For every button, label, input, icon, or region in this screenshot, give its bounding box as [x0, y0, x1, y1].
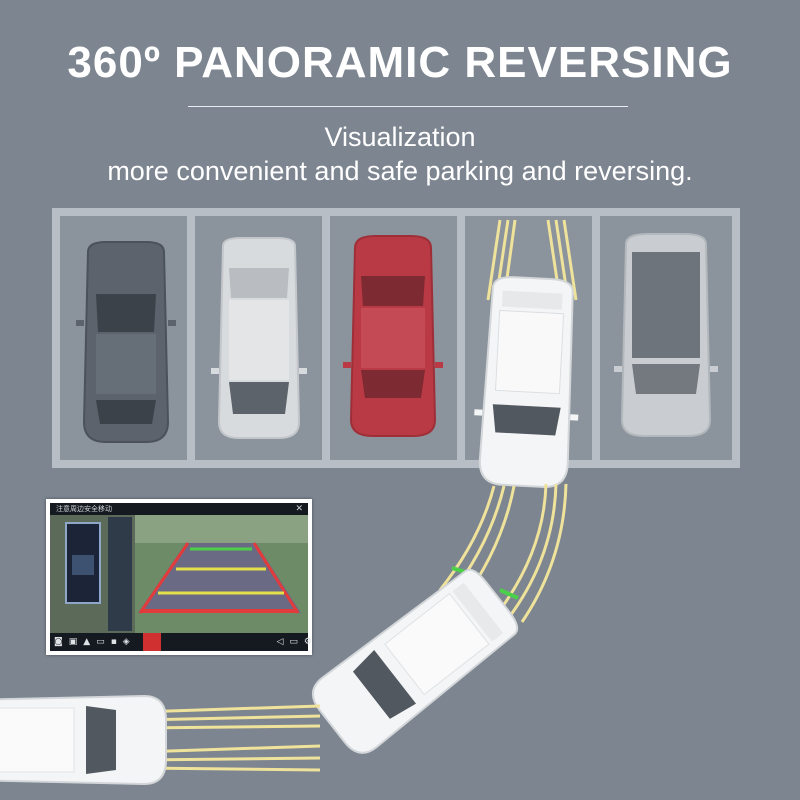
car-rear-icon[interactable]: ◈ — [122, 637, 130, 647]
close-icon[interactable]: ✕ — [295, 503, 303, 513]
parking-guide-lines-curve — [438, 483, 568, 623]
subtitle-line-2: more convenient and safe parking and rev… — [107, 156, 693, 186]
car-icon[interactable]: ▲ — [83, 637, 91, 647]
parking-bays — [52, 208, 740, 468]
parked-car-light — [614, 233, 718, 437]
parked-car-red — [343, 235, 443, 437]
car-front-icon[interactable]: ▪ — [110, 637, 117, 647]
title-divider — [188, 106, 628, 107]
subtitle-line-1: Visualization — [324, 122, 476, 152]
volume-icon[interactable]: ◁ — [276, 637, 284, 647]
parking-guide-lines-bottom — [139, 704, 321, 772]
display-caption: 注意周边安全移动 — [56, 505, 112, 513]
page-title: 360º PANORAMIC REVERSING — [67, 38, 733, 87]
camera-display-inset: 注意周边安全移动 ✕ ◙ ▣ ▲ ▭ ▪ ◈ — [46, 499, 312, 655]
settings-icon[interactable]: ⚙ — [303, 637, 312, 647]
rear-view-icon[interactable]: ▭ — [96, 637, 105, 647]
battery-icon[interactable]: ▭ — [289, 637, 298, 647]
reversing-car-in-bay — [474, 276, 579, 488]
display-header: 注意周边安全移动 ✕ — [50, 503, 308, 515]
parked-car-dark — [76, 241, 176, 443]
display-toolbar: ◙ ▣ ▲ ▭ ▪ ◈ ◁ ▭ ⚙ — [50, 633, 312, 651]
camera-icon[interactable]: ◙ — [54, 637, 63, 647]
reversing-car-start — [0, 694, 167, 786]
parked-car-white — [211, 237, 307, 439]
camera-feed — [50, 515, 308, 651]
reversing-car-turning — [311, 568, 519, 754]
front-view-icon[interactable]: ▣ — [68, 637, 78, 647]
